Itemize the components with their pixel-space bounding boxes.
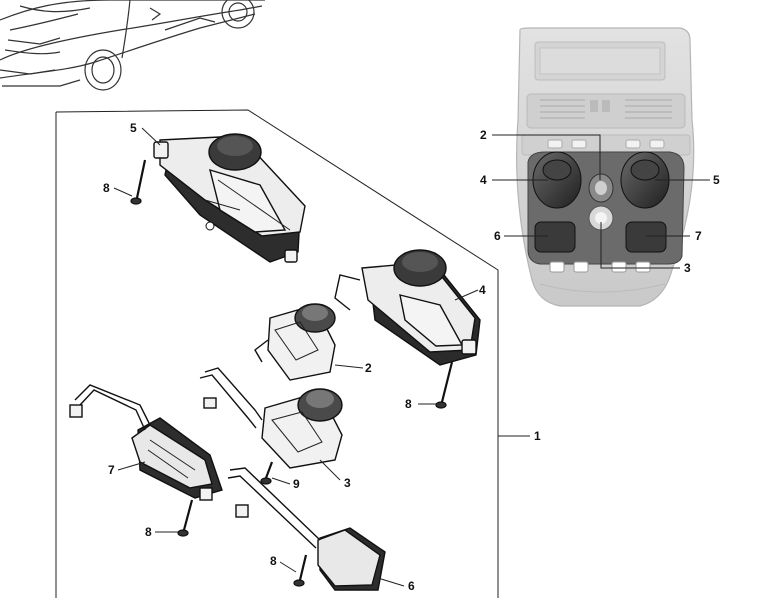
part-2-rotary-switch (254, 303, 336, 381)
callout-exploded-9: 9 (293, 477, 300, 491)
centre-console-view (516, 27, 695, 307)
screw-8-lower-icon (177, 499, 194, 537)
part-5-switch-module (153, 133, 306, 263)
assembly-outline (55, 109, 499, 598)
callout-exploded-6: 6 (408, 579, 415, 593)
screw-9-icon (260, 461, 274, 485)
rear-wheel-icon (221, 0, 255, 29)
part-4-switch-module (334, 249, 481, 366)
callout-assembly-1: 1 (534, 429, 541, 443)
vehicle-illustration (0, 0, 265, 91)
callout-console-3: 3 (684, 261, 691, 275)
part-6-switch-module (227, 467, 386, 591)
part-7-switch-module (69, 384, 223, 501)
screws (130, 159, 454, 587)
callout-exploded-7: 7 (108, 463, 115, 477)
callout-console-5: 5 (713, 173, 720, 187)
callout-exploded-8b: 8 (405, 397, 412, 411)
callout-exploded-2: 2 (365, 361, 372, 375)
callout-labels: 2 4 5 6 7 3 5 8 4 2 8 1 3 9 7 8 8 6 (103, 121, 720, 593)
screw-8-bottom-icon (293, 554, 308, 587)
callout-console-7: 7 (695, 229, 702, 243)
part-3-rotary-switch (199, 367, 343, 469)
callout-exploded-8a: 8 (103, 181, 110, 195)
callout-exploded-3: 3 (344, 476, 351, 490)
callout-console-6: 6 (494, 229, 501, 243)
callout-console-2: 2 (480, 128, 487, 142)
console-leaders (492, 134, 710, 269)
front-wheel-icon (84, 49, 122, 91)
callout-exploded-4: 4 (479, 283, 486, 297)
callout-console-4: 4 (480, 173, 487, 187)
screw-8-top-icon (130, 159, 147, 205)
exploded-leaders (113, 127, 530, 587)
callout-exploded-8c: 8 (145, 525, 152, 539)
callout-exploded-8d: 8 (270, 554, 277, 568)
screw-8-right-icon (435, 361, 454, 409)
callout-exploded-5: 5 (130, 121, 137, 135)
